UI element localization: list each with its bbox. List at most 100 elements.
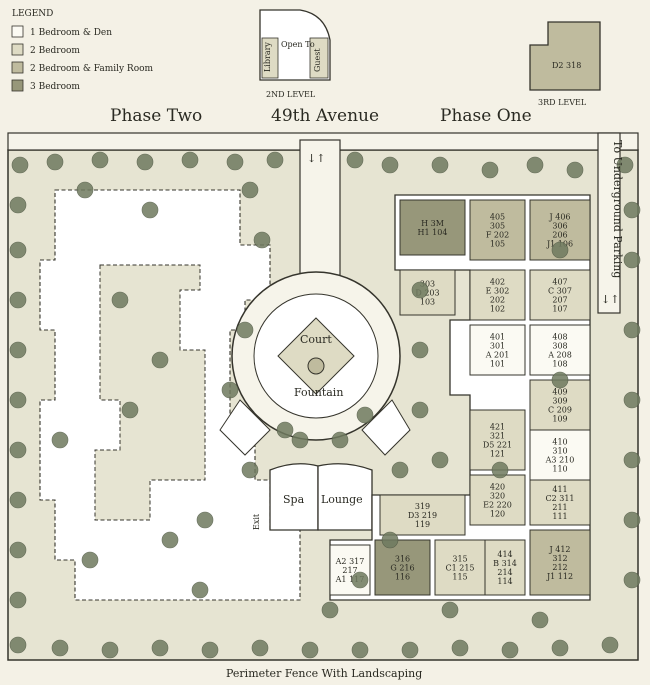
tree-icon: [441, 601, 459, 619]
tree-icon: [321, 601, 339, 619]
tree-icon: [46, 153, 64, 171]
unit-number-label: 402: [490, 278, 505, 287]
trees-layer: [9, 151, 641, 659]
tree-icon: [501, 641, 519, 659]
unit-number-label: 108: [552, 360, 567, 369]
tree-icon: [9, 391, 27, 409]
legend-item-label: 3 Bedroom: [30, 82, 80, 92]
unit-number-label: 202: [490, 296, 505, 305]
unit-block: [469, 409, 526, 471]
unit-number-label: 408: [552, 333, 567, 342]
phase-one-label: Phase One: [440, 106, 532, 126]
tree-icon: [601, 636, 619, 654]
avenue-arrow-icon: ↓↑: [307, 152, 325, 165]
unit-number-label: J 406: [548, 213, 570, 222]
unit-block: [469, 269, 526, 321]
unit-number-label: 310: [552, 447, 567, 456]
unit-number-label: 411: [552, 485, 567, 494]
tree-icon: [431, 156, 449, 174]
tree-icon: [491, 461, 509, 479]
unit-block: [529, 529, 591, 596]
tree-icon: [346, 151, 364, 169]
unit-number-label: 414: [497, 550, 512, 559]
unit-number-label: 217: [342, 566, 357, 575]
legend-swatch: [11, 25, 24, 38]
tree-icon: [411, 281, 429, 299]
tree-icon: [291, 431, 309, 449]
tree-icon: [9, 491, 27, 509]
tree-icon: [121, 401, 139, 419]
parking-label: To Underground Parking: [611, 140, 624, 278]
tree-icon: [623, 511, 641, 529]
legend-item-label: 2 Bedroom: [30, 46, 80, 56]
unit-number-label: 316: [395, 555, 410, 564]
tree-icon: [9, 341, 27, 359]
unit-number-label: 105: [490, 240, 505, 249]
tree-icon: [201, 641, 219, 659]
tree-icon: [623, 321, 641, 339]
tree-icon: [9, 441, 27, 459]
second-level-library: [261, 37, 279, 79]
unit-number-label: J 412: [548, 545, 570, 554]
tree-icon: [551, 639, 569, 657]
phase-two-inner-court: [94, 264, 206, 521]
unit-number-label: 110: [552, 465, 567, 474]
tree-icon: [251, 639, 269, 657]
unit-number-label: A 201: [485, 351, 510, 360]
tree-icon: [9, 636, 27, 654]
unit-number-label: 312: [552, 554, 567, 563]
tree-icon: [276, 421, 294, 439]
tree-icon: [623, 201, 641, 219]
unit-number-label: 320: [490, 492, 505, 501]
unit-number-label: 116: [395, 573, 410, 582]
unit-number-label: E 302: [486, 287, 510, 296]
tree-icon: [411, 401, 429, 419]
tree-icon: [351, 641, 369, 659]
tree-icon: [9, 541, 27, 559]
unit-number-label: 101: [490, 360, 505, 369]
unit-number-label: 107: [552, 305, 567, 314]
tree-icon: [141, 201, 159, 219]
tree-icon: [566, 161, 584, 179]
unit-number-label: 115: [452, 573, 467, 582]
unit-number-label: E2 220: [483, 501, 512, 510]
unit-number-label: 401: [490, 333, 505, 342]
tree-icon: [401, 641, 419, 659]
tree-icon: [381, 531, 399, 549]
unit-number-label: 119: [415, 520, 430, 529]
tree-icon: [191, 581, 209, 599]
second-level-guest-label: Guest: [313, 48, 322, 72]
unit-block: [484, 539, 526, 596]
lounge-label: Lounge: [321, 493, 363, 506]
second-level-open-to-label: Open To: [281, 40, 315, 49]
unit-number-label: 420: [490, 483, 505, 492]
tree-icon: [76, 181, 94, 199]
tree-icon: [81, 551, 99, 569]
legend-item-label: 2 Bedroom & Family Room: [30, 64, 154, 74]
tree-icon: [451, 639, 469, 657]
unit-number-label: F 202: [486, 231, 509, 240]
tree-icon: [356, 406, 374, 424]
second-level-library-label: Library: [263, 42, 272, 72]
tree-icon: [623, 451, 641, 469]
second-level-guest: [309, 37, 329, 79]
tree-icon: [51, 431, 69, 449]
tree-icon: [221, 381, 239, 399]
unit-number-label: 301: [490, 342, 505, 351]
unit-number-label: C2 311: [545, 494, 574, 503]
tree-icon: [241, 461, 259, 479]
tree-icon: [431, 451, 449, 469]
tree-icon: [623, 571, 641, 589]
unit-number-label: 120: [490, 510, 505, 519]
tree-icon: [161, 531, 179, 549]
third-level-title: 3RD LEVEL: [538, 98, 587, 107]
tree-icon: [551, 241, 569, 259]
court-wing-left: [219, 399, 271, 456]
unit-number-label: 309: [552, 397, 567, 406]
tree-icon: [9, 196, 27, 214]
tree-icon: [111, 291, 129, 309]
tree-icon: [301, 641, 319, 659]
tree-icon: [236, 321, 254, 339]
fence-label: Perimeter Fence With Landscaping: [226, 667, 422, 680]
